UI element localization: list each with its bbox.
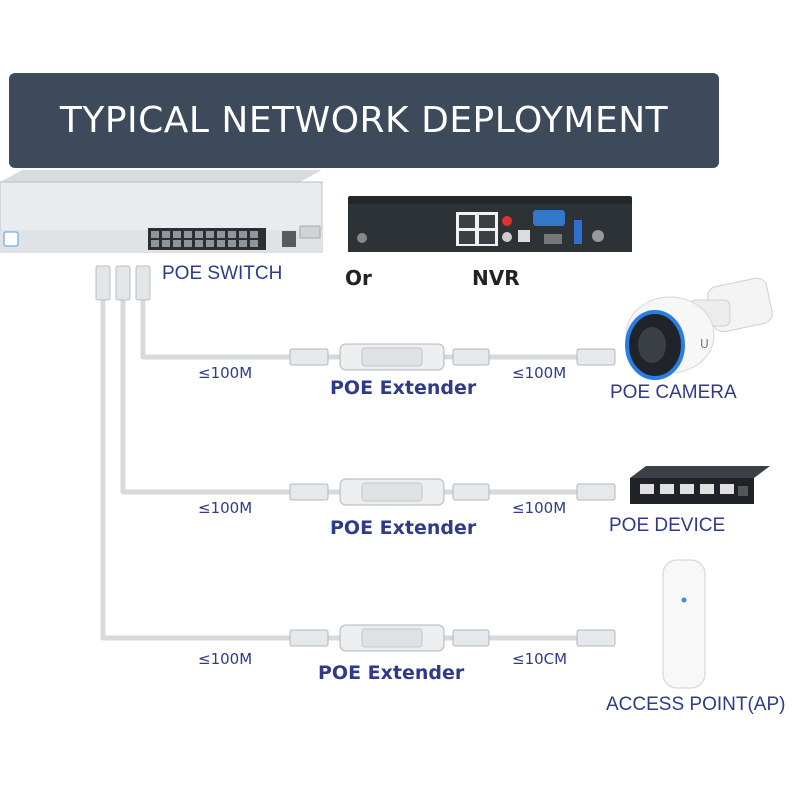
row-plugs [289,348,616,647]
poe-switch [0,170,323,253]
cables [100,300,580,641]
distance-label: ≤10CM [512,650,568,668]
distance-label: ≤100M [198,650,253,668]
svg-text:U: U [700,337,709,351]
extender-label-1: POE Extender [330,377,477,399]
poe-extenders [339,343,445,652]
device-label: POE DEVICE [609,515,726,536]
extender-label-2: POE Extender [330,517,477,539]
poe-camera: U [625,277,773,380]
distance-label: ≤100M [198,364,253,382]
or-label: Or [345,266,372,290]
ap-label: ACCESS POINT(AP) [606,694,786,715]
page-title: TYPICAL NETWORK DEPLOYMENT [59,100,669,141]
poe-device [630,466,770,504]
distance-label: ≤100M [512,499,567,517]
switch-label: POE SWITCH [162,263,283,284]
cable-camera-in [140,300,292,360]
distance-label: ≤100M [512,364,567,382]
camera-label: POE CAMERA [610,382,737,403]
extender-label-3: POE Extender [318,662,465,684]
cable-ap-in [100,300,292,641]
title-banner: TYPICAL NETWORK DEPLOYMENT [9,73,719,168]
cable-device-in [120,300,292,495]
nvr-device [348,196,632,252]
switch-plugs [95,265,151,301]
distance-label: ≤100M [198,499,253,517]
nvr-label: NVR [472,266,520,290]
access-point [662,559,706,689]
